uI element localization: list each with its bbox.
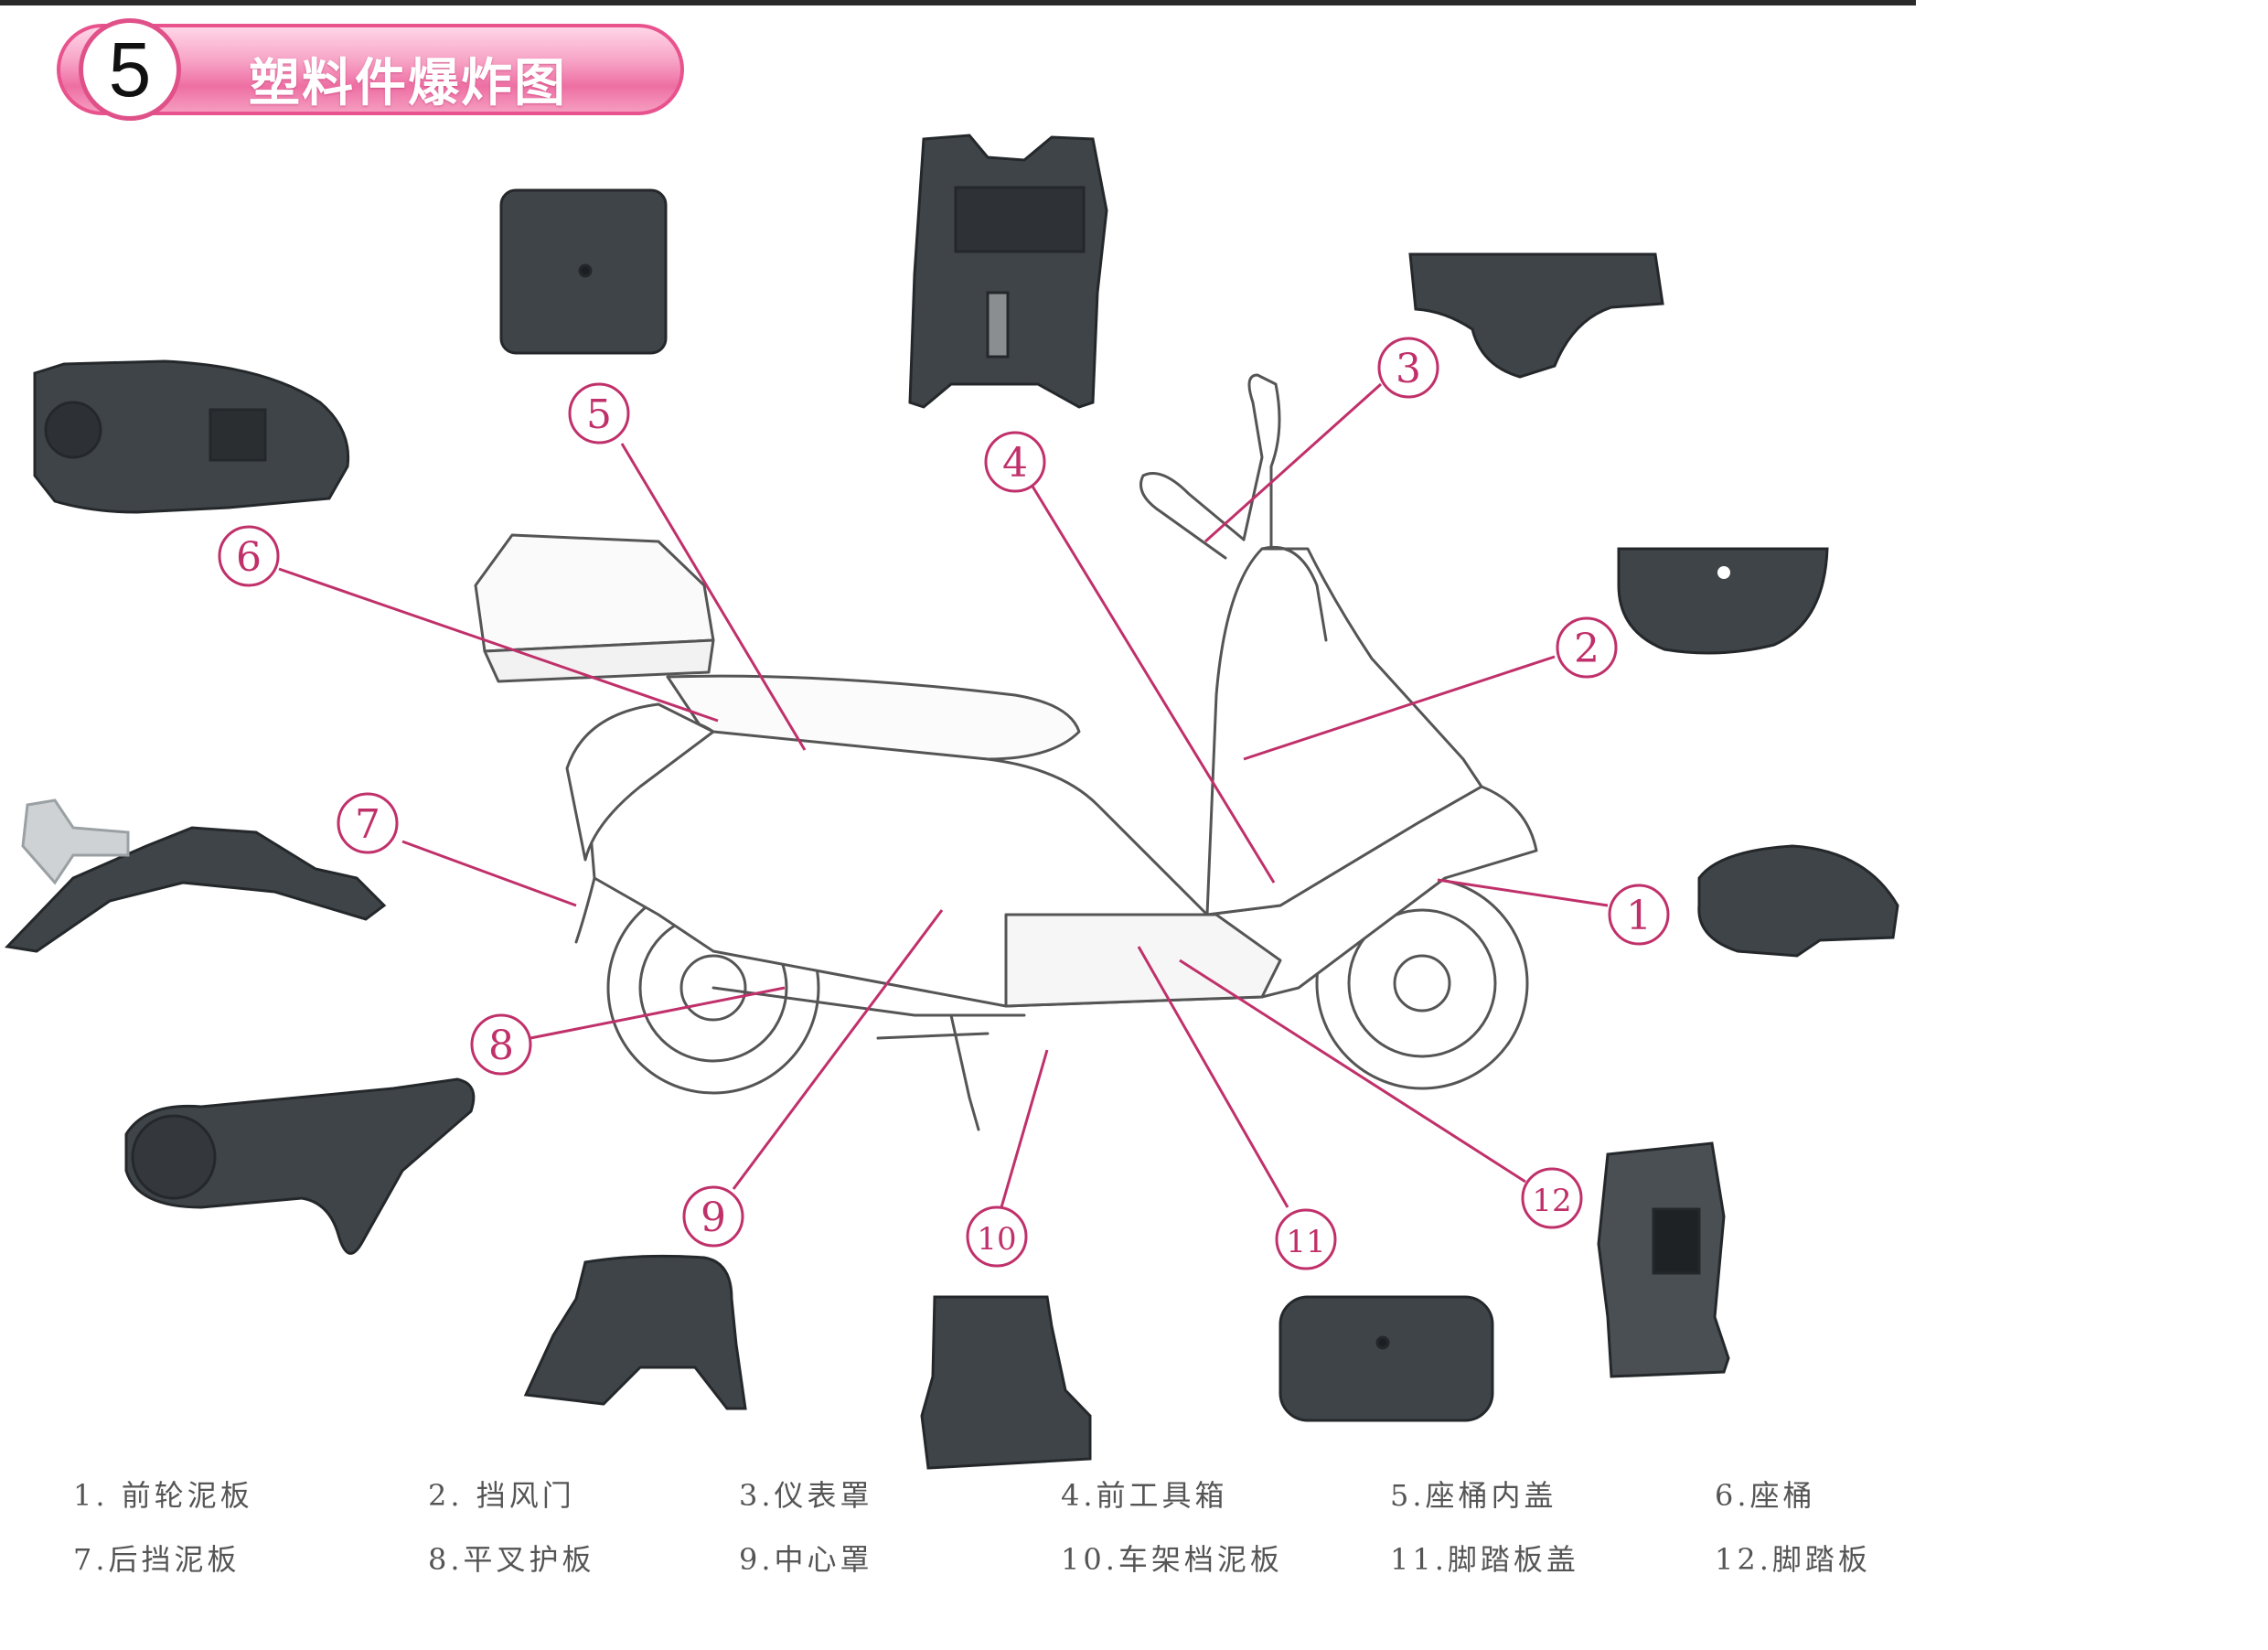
callout-markers: 1 2 3 4 5 6 7 8 (218, 337, 1670, 1270)
callout-8-label: 8 (488, 1023, 514, 1069)
part-11-footboard-cover (1278, 1295, 1494, 1422)
part-7-rear-fender (4, 798, 387, 953)
legend-item: 9.中心罩 (739, 1542, 873, 1577)
callout-6-label: 6 (236, 534, 262, 581)
part-4-front-toolbox (908, 134, 1108, 409)
callout-2: 2 (1556, 616, 1618, 679)
part-images (4, 134, 1899, 1470)
callout-1-label: 1 (1626, 893, 1652, 939)
callout-10: 10 (966, 1205, 1028, 1268)
legend-item: 5.座桶内盖 (1390, 1478, 1557, 1513)
callout-lines (278, 382, 1609, 1208)
scooter-sketch (474, 373, 1538, 1131)
callout-12-label: 12 (1532, 1183, 1571, 1219)
callout-9: 9 (682, 1185, 744, 1248)
callout-6: 6 (218, 525, 280, 587)
section-number-badge: 5 (79, 18, 181, 121)
callout-4-label: 4 (1002, 440, 1028, 487)
part-3-instrument-cover (1408, 252, 1664, 379)
section-banner: 5 塑料件爆炸图 (57, 18, 686, 121)
part-12-footboard (1597, 1141, 1730, 1378)
callout-7-label: 7 (355, 801, 380, 848)
parts-legend: 1. 前轮泥板 2. 挡风门 3.仪表罩 4.前工具箱 5.座桶内盖 6.座桶 … (64, 1473, 1893, 1601)
callout-3-label: 3 (1396, 346, 1421, 392)
part-10-frame-mudguard (920, 1295, 1092, 1470)
legend-item: 3.仪表罩 (739, 1478, 873, 1513)
page-title: 塑料件爆炸图 (249, 54, 567, 113)
callout-9-label: 9 (701, 1195, 726, 1241)
part-9-center-cover (523, 1254, 747, 1410)
part-5-inner-cover (499, 188, 668, 355)
legend-item: 7.后挡泥板 (73, 1542, 241, 1577)
callout-5-label: 5 (586, 391, 612, 438)
callout-1: 1 (1608, 884, 1670, 946)
section-number: 5 (108, 27, 152, 112)
callout-4: 4 (984, 431, 1046, 493)
legend-item: 11.脚踏板盖 (1390, 1542, 1579, 1577)
callout-11: 11 (1275, 1208, 1337, 1270)
part-2-windshield-flap (1617, 547, 1829, 655)
callout-2-label: 2 (1574, 626, 1599, 672)
part-1-front-fender (1697, 844, 1899, 958)
legend-item: 10.车架档泥板 (1061, 1542, 1283, 1577)
callout-7: 7 (337, 792, 399, 854)
callout-11-label: 11 (1286, 1224, 1325, 1260)
part-8-swingarm-guard (124, 1077, 476, 1255)
legend-item: 6.座桶 (1715, 1478, 1816, 1513)
legend-item: 12.脚踏板 (1715, 1542, 1871, 1577)
legend-item: 2. 挡风门 (428, 1478, 575, 1513)
callout-8: 8 (470, 1013, 532, 1076)
callout-3: 3 (1377, 337, 1439, 399)
callout-10-label: 10 (977, 1221, 1016, 1258)
part-6-seat-bucket (33, 359, 350, 514)
legend-item: 1. 前轮泥板 (73, 1478, 253, 1513)
top-border (0, 0, 1916, 5)
callout-12: 12 (1521, 1167, 1583, 1229)
legend-item: 4.前工具箱 (1061, 1478, 1228, 1513)
legend-item: 8.平叉护板 (428, 1542, 595, 1577)
callout-5: 5 (568, 382, 630, 445)
